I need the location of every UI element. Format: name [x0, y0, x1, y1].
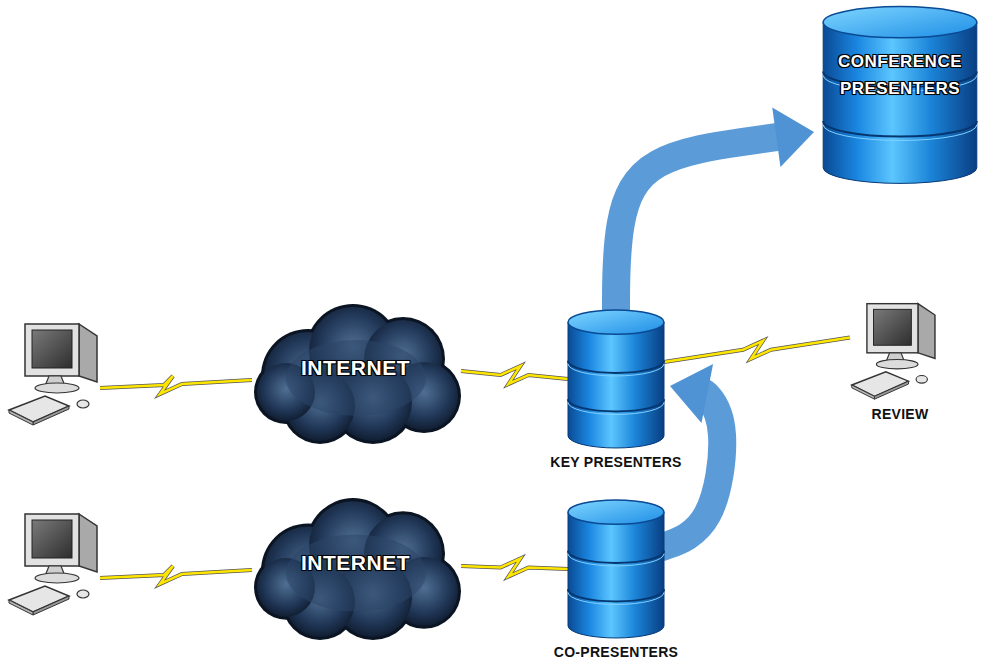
database-cylinder: KEY PRESENTERS [546, 308, 686, 473]
link-outline [461, 559, 568, 577]
link-outline [100, 566, 252, 584]
computer-icon: REVIEW [844, 298, 956, 425]
internet-cloud: INTERNET [248, 490, 463, 642]
flow-arrow [660, 393, 722, 548]
connector-group [461, 559, 568, 577]
database-cylinder-shape [568, 310, 664, 448]
lightning-link [100, 376, 252, 394]
connector-group [616, 107, 814, 318]
link-outline [664, 338, 850, 362]
database-cylinder: CONFERENCE PRESENTERS [820, 4, 980, 186]
lightning-link [100, 566, 252, 584]
link-outline [461, 366, 568, 384]
node-title: INTERNET [301, 551, 410, 575]
arrow-head [772, 107, 814, 166]
computer-icon-shape [852, 304, 935, 399]
arrow-head [670, 364, 713, 423]
lightning-link [461, 366, 568, 384]
internet-cloud: INTERNET [248, 296, 463, 446]
node-label: REVIEW [844, 406, 956, 422]
node-title: INTERNET [301, 356, 410, 380]
computer-icon-outline [848, 298, 952, 402]
computer-icon [9, 514, 97, 615]
database-cylinder-outline [566, 498, 666, 640]
internet-cloud-shape [254, 498, 461, 640]
connector-group [461, 366, 568, 384]
database-cylinder-outline [566, 308, 666, 450]
lightning-link [664, 338, 850, 362]
flow-arrow [616, 137, 780, 318]
node-title: CONFERENCE PRESENTERS [820, 48, 980, 102]
database-cylinder: CO-PRESENTERS [550, 498, 682, 663]
node-label: KEY PRESENTERS [546, 454, 686, 470]
computer-icon [9, 324, 97, 425]
database-cylinder-shape [568, 500, 664, 638]
node-label: CO-PRESENTERS [550, 644, 682, 660]
internet-cloud-shape [254, 304, 461, 444]
connector-group [664, 338, 850, 362]
link-outline [100, 376, 252, 394]
lightning-link [461, 559, 568, 577]
